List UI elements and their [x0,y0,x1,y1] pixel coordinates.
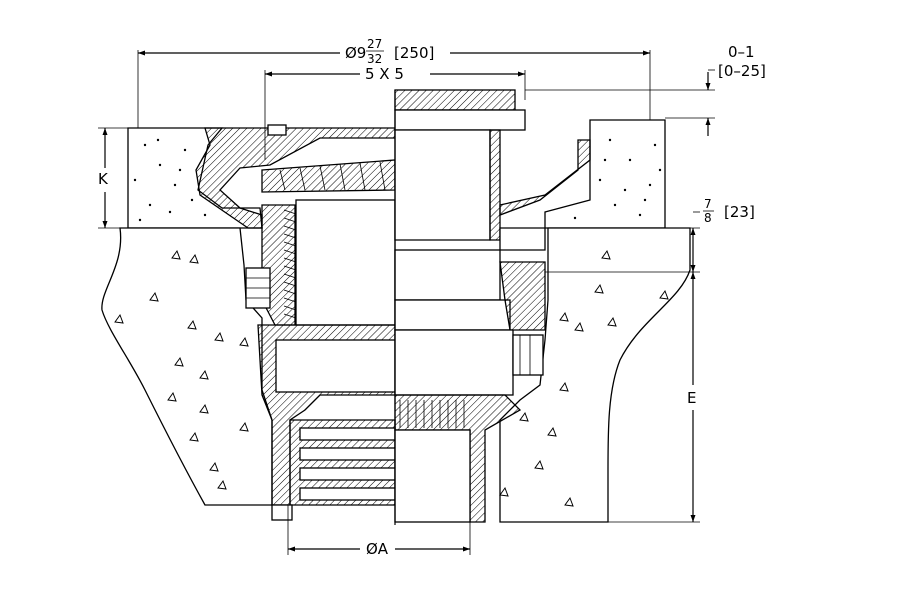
dimension-labels: Ø9 27 32 [250] 5 X 5 0–1 [0–25] K 7 8 [2… [98,37,766,558]
grate-size-label: 5 X 5 [365,65,404,83]
aggregate-triangles [114,249,669,507]
concrete-stipple [133,138,662,222]
drain-right-half [394,89,591,523]
diameter-frac-num: 27 [367,37,382,51]
top-adjust-metric: [0–25] [718,62,766,80]
label-a: ØA [366,540,389,558]
diameter-metric: [250] [394,44,434,62]
flange-metric: [23] [724,203,755,221]
label-e: E [687,389,696,407]
dimension-lines [98,50,715,555]
top-adjust-label: 0–1 [728,43,755,61]
lower-concrete [101,227,691,523]
diameter-frac-den: 32 [367,52,382,66]
flange-frac-den: 8 [704,211,712,225]
drain-left-half [195,124,396,521]
flange-frac-num: 7 [704,197,712,211]
diameter-prefix: Ø9 [345,44,366,62]
label-k: K [98,170,109,188]
